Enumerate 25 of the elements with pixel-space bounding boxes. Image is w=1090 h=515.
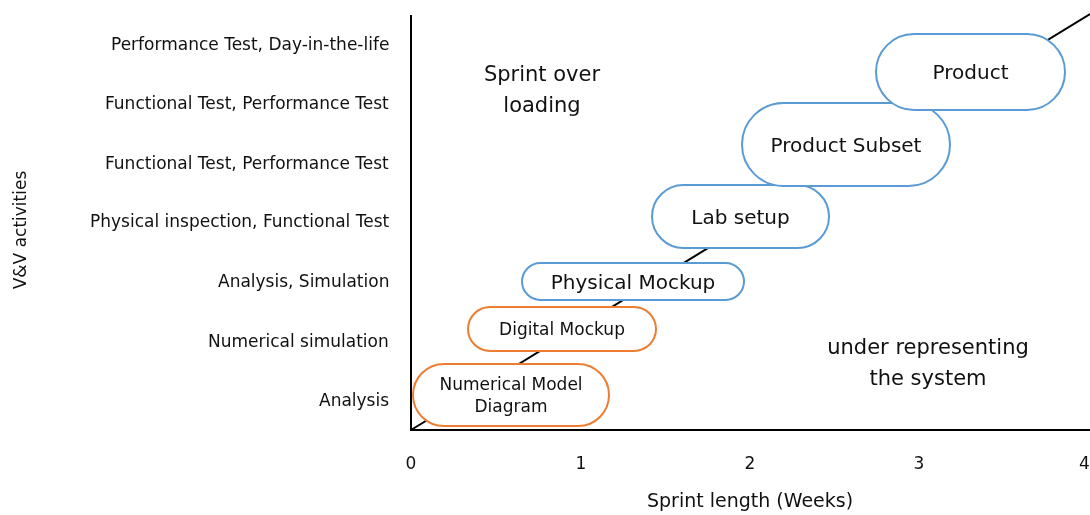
node-label: Lab setup: [691, 203, 790, 230]
axis-tick-label: Performance Test, Day-in-the-life: [111, 34, 390, 54]
node-label: Product Subset: [770, 131, 922, 158]
axis-tick-label: Analysis, Simulation: [218, 271, 390, 291]
axis-tick-label: 1: [575, 453, 587, 473]
region-note: under representing the system: [826, 333, 1030, 392]
axis-tick-label: Functional Test, Performance Test: [105, 93, 389, 113]
node-label: Numerical Model Diagram: [438, 372, 584, 418]
rounded-box: [467, 306, 657, 352]
axis-tick-label: Numerical simulation: [208, 331, 389, 351]
region-note: Sprint over loading: [482, 60, 602, 119]
axis-tick-label: 2: [744, 453, 756, 473]
axis-tick-label: Analysis: [319, 390, 390, 410]
node-label: Physical Mockup: [550, 268, 716, 295]
axis-tick-label: Functional Test, Performance Test: [105, 153, 389, 173]
axis-tick-label: 0: [405, 453, 417, 473]
axis-tick-label: Physical inspection, Functional Test: [90, 211, 390, 231]
rounded-box: [521, 262, 745, 301]
node-label: Digital Mockup: [499, 317, 625, 341]
axis-title: V&V activities: [9, 170, 30, 290]
node-label: Product: [932, 59, 1009, 85]
axis-tick-label: 4: [1079, 453, 1090, 473]
axis-tick-label: 3: [913, 453, 925, 473]
axis-title: Sprint length (Weeks): [647, 489, 854, 511]
rounded-box: [412, 363, 610, 427]
